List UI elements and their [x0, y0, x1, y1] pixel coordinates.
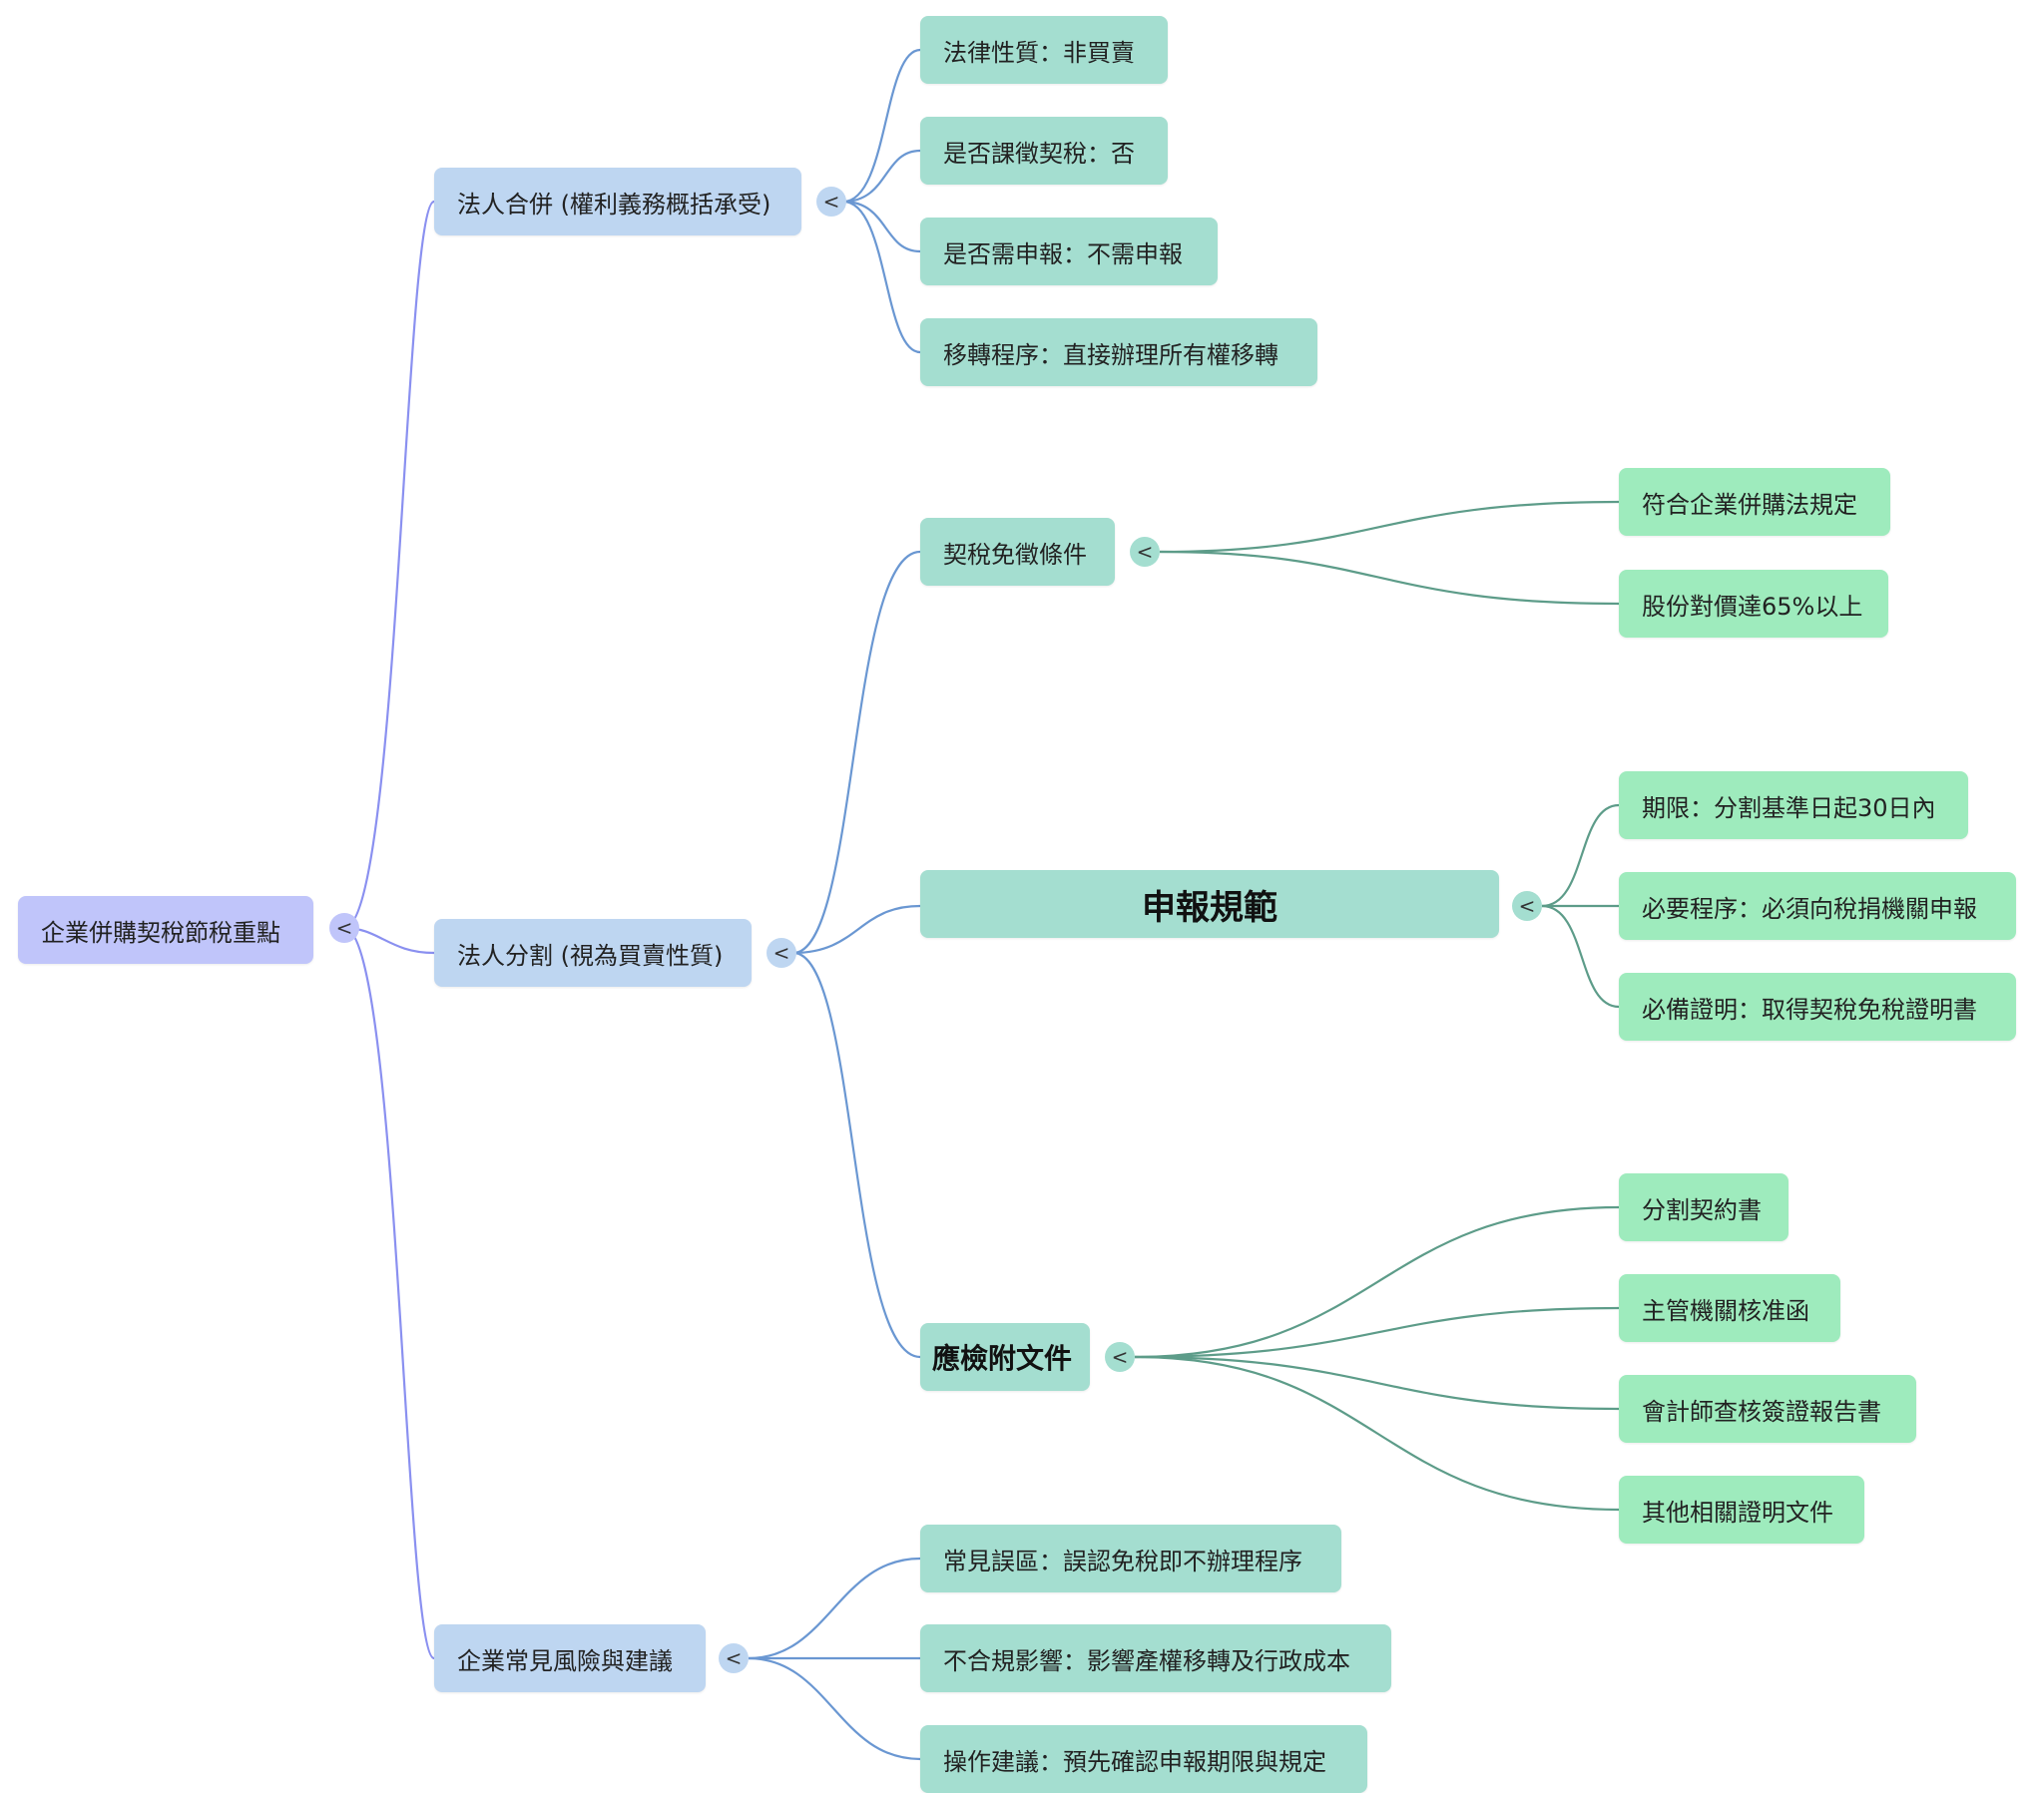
risk-label: 不合規影響：影響產權移轉及行政成本: [943, 1646, 1350, 1675]
exemption-condition-label: 符合企業併購法規定: [1642, 490, 1857, 519]
risk-label: 常見誤區：誤認免稅即不辦理程序: [943, 1547, 1302, 1575]
filing-rule-label: 期限：分割基準日起30日內: [1642, 793, 1936, 822]
branch-risks-toggle[interactable]: <: [719, 1643, 749, 1673]
filing-rules-label: 申報規範: [1142, 887, 1278, 928]
risk-label: 操作建議：預先確認申報期限與規定: [943, 1747, 1326, 1776]
root-node[interactable]: 企業併購契稅節稅重點: [18, 896, 313, 964]
merger-deed-tax-label: 是否課徵契稅：否: [943, 139, 1135, 168]
filing-rule-item[interactable]: 必要程序：必須向稅捐機關申報: [1619, 872, 2016, 940]
document-item[interactable]: 其他相關證明文件: [1619, 1476, 1864, 1544]
branch-merger-toggle[interactable]: <: [816, 187, 846, 217]
branch-division-label: 法人分割 (視為買賣性質): [457, 941, 724, 970]
merger-transfer-label: 移轉程序：直接辦理所有權移轉: [943, 340, 1278, 369]
risk-item[interactable]: 操作建議：預先確認申報期限與規定: [920, 1725, 1367, 1793]
exemption-conditions-label: 契稅免徵條件: [943, 540, 1087, 569]
branch-risks-label: 企業常見風險與建議: [457, 1646, 673, 1675]
document-label: 主管機關核准函: [1642, 1296, 1809, 1325]
branch-merger-node[interactable]: 法人合併 (權利義務概括承受): [434, 168, 801, 235]
document-label: 其他相關證明文件: [1642, 1498, 1833, 1527]
filing-rules-node[interactable]: 申報規範: [920, 870, 1499, 938]
merger-legal-nature-node[interactable]: 法律性質：非買賣: [920, 16, 1168, 84]
exemption-conditions-node[interactable]: 契稅免徵條件: [920, 518, 1115, 586]
document-item[interactable]: 分割契約書: [1619, 1173, 1788, 1241]
level1-connectors: [748, 48, 921, 1761]
required-documents-label: 應檢附文件: [932, 1342, 1073, 1375]
document-label: 分割契約書: [1642, 1195, 1762, 1224]
exemption-conditions-toggle[interactable]: <: [1130, 537, 1160, 567]
document-item[interactable]: 會計師查核簽證報告書: [1619, 1375, 1916, 1443]
merger-filing-node[interactable]: 是否需申報：不需申報: [920, 218, 1218, 285]
document-label: 會計師查核簽證報告書: [1642, 1397, 1881, 1426]
filing-rule-label: 必備證明：取得契稅免稅證明書: [1642, 995, 1977, 1024]
filing-rules-toggle[interactable]: <: [1512, 891, 1542, 921]
level2-connectors: [1134, 500, 1620, 1512]
root-label: 企業併購契稅節稅重點: [41, 918, 280, 947]
branch-division-node[interactable]: 法人分割 (視為買賣性質): [434, 919, 752, 987]
exemption-condition-item[interactable]: 符合企業併購法規定: [1619, 468, 1890, 536]
required-documents-node[interactable]: 應檢附文件: [920, 1323, 1090, 1391]
filing-rule-label: 必要程序：必須向稅捐機關申報: [1642, 894, 1977, 923]
branch-division-toggle[interactable]: <: [766, 938, 796, 968]
risk-item[interactable]: 不合規影響：影響產權移轉及行政成本: [920, 1624, 1391, 1692]
risk-item[interactable]: 常見誤區：誤認免稅即不辦理程序: [920, 1525, 1341, 1592]
root-collapse-toggle[interactable]: <: [329, 913, 359, 943]
merger-legal-nature-label: 法律性質：非買賣: [943, 38, 1135, 67]
merger-deed-tax-node[interactable]: 是否課徵契稅：否: [920, 117, 1168, 185]
document-item[interactable]: 主管機關核准函: [1619, 1274, 1840, 1342]
exemption-condition-item[interactable]: 股份對價達65%以上: [1619, 570, 1888, 638]
branch-merger-label: 法人合併 (權利義務概括承受): [457, 190, 771, 219]
exemption-condition-label: 股份對價達65%以上: [1642, 592, 1863, 621]
branch-risks-node[interactable]: 企業常見風險與建議: [434, 1624, 706, 1692]
merger-transfer-node[interactable]: 移轉程序：直接辦理所有權移轉: [920, 318, 1317, 386]
filing-rule-item[interactable]: 必備證明：取得契稅免稅證明書: [1619, 973, 2016, 1041]
filing-rule-item[interactable]: 期限：分割基準日起30日內: [1619, 771, 1968, 839]
merger-filing-label: 是否需申報：不需申報: [943, 239, 1183, 268]
required-documents-toggle[interactable]: <: [1105, 1342, 1135, 1372]
